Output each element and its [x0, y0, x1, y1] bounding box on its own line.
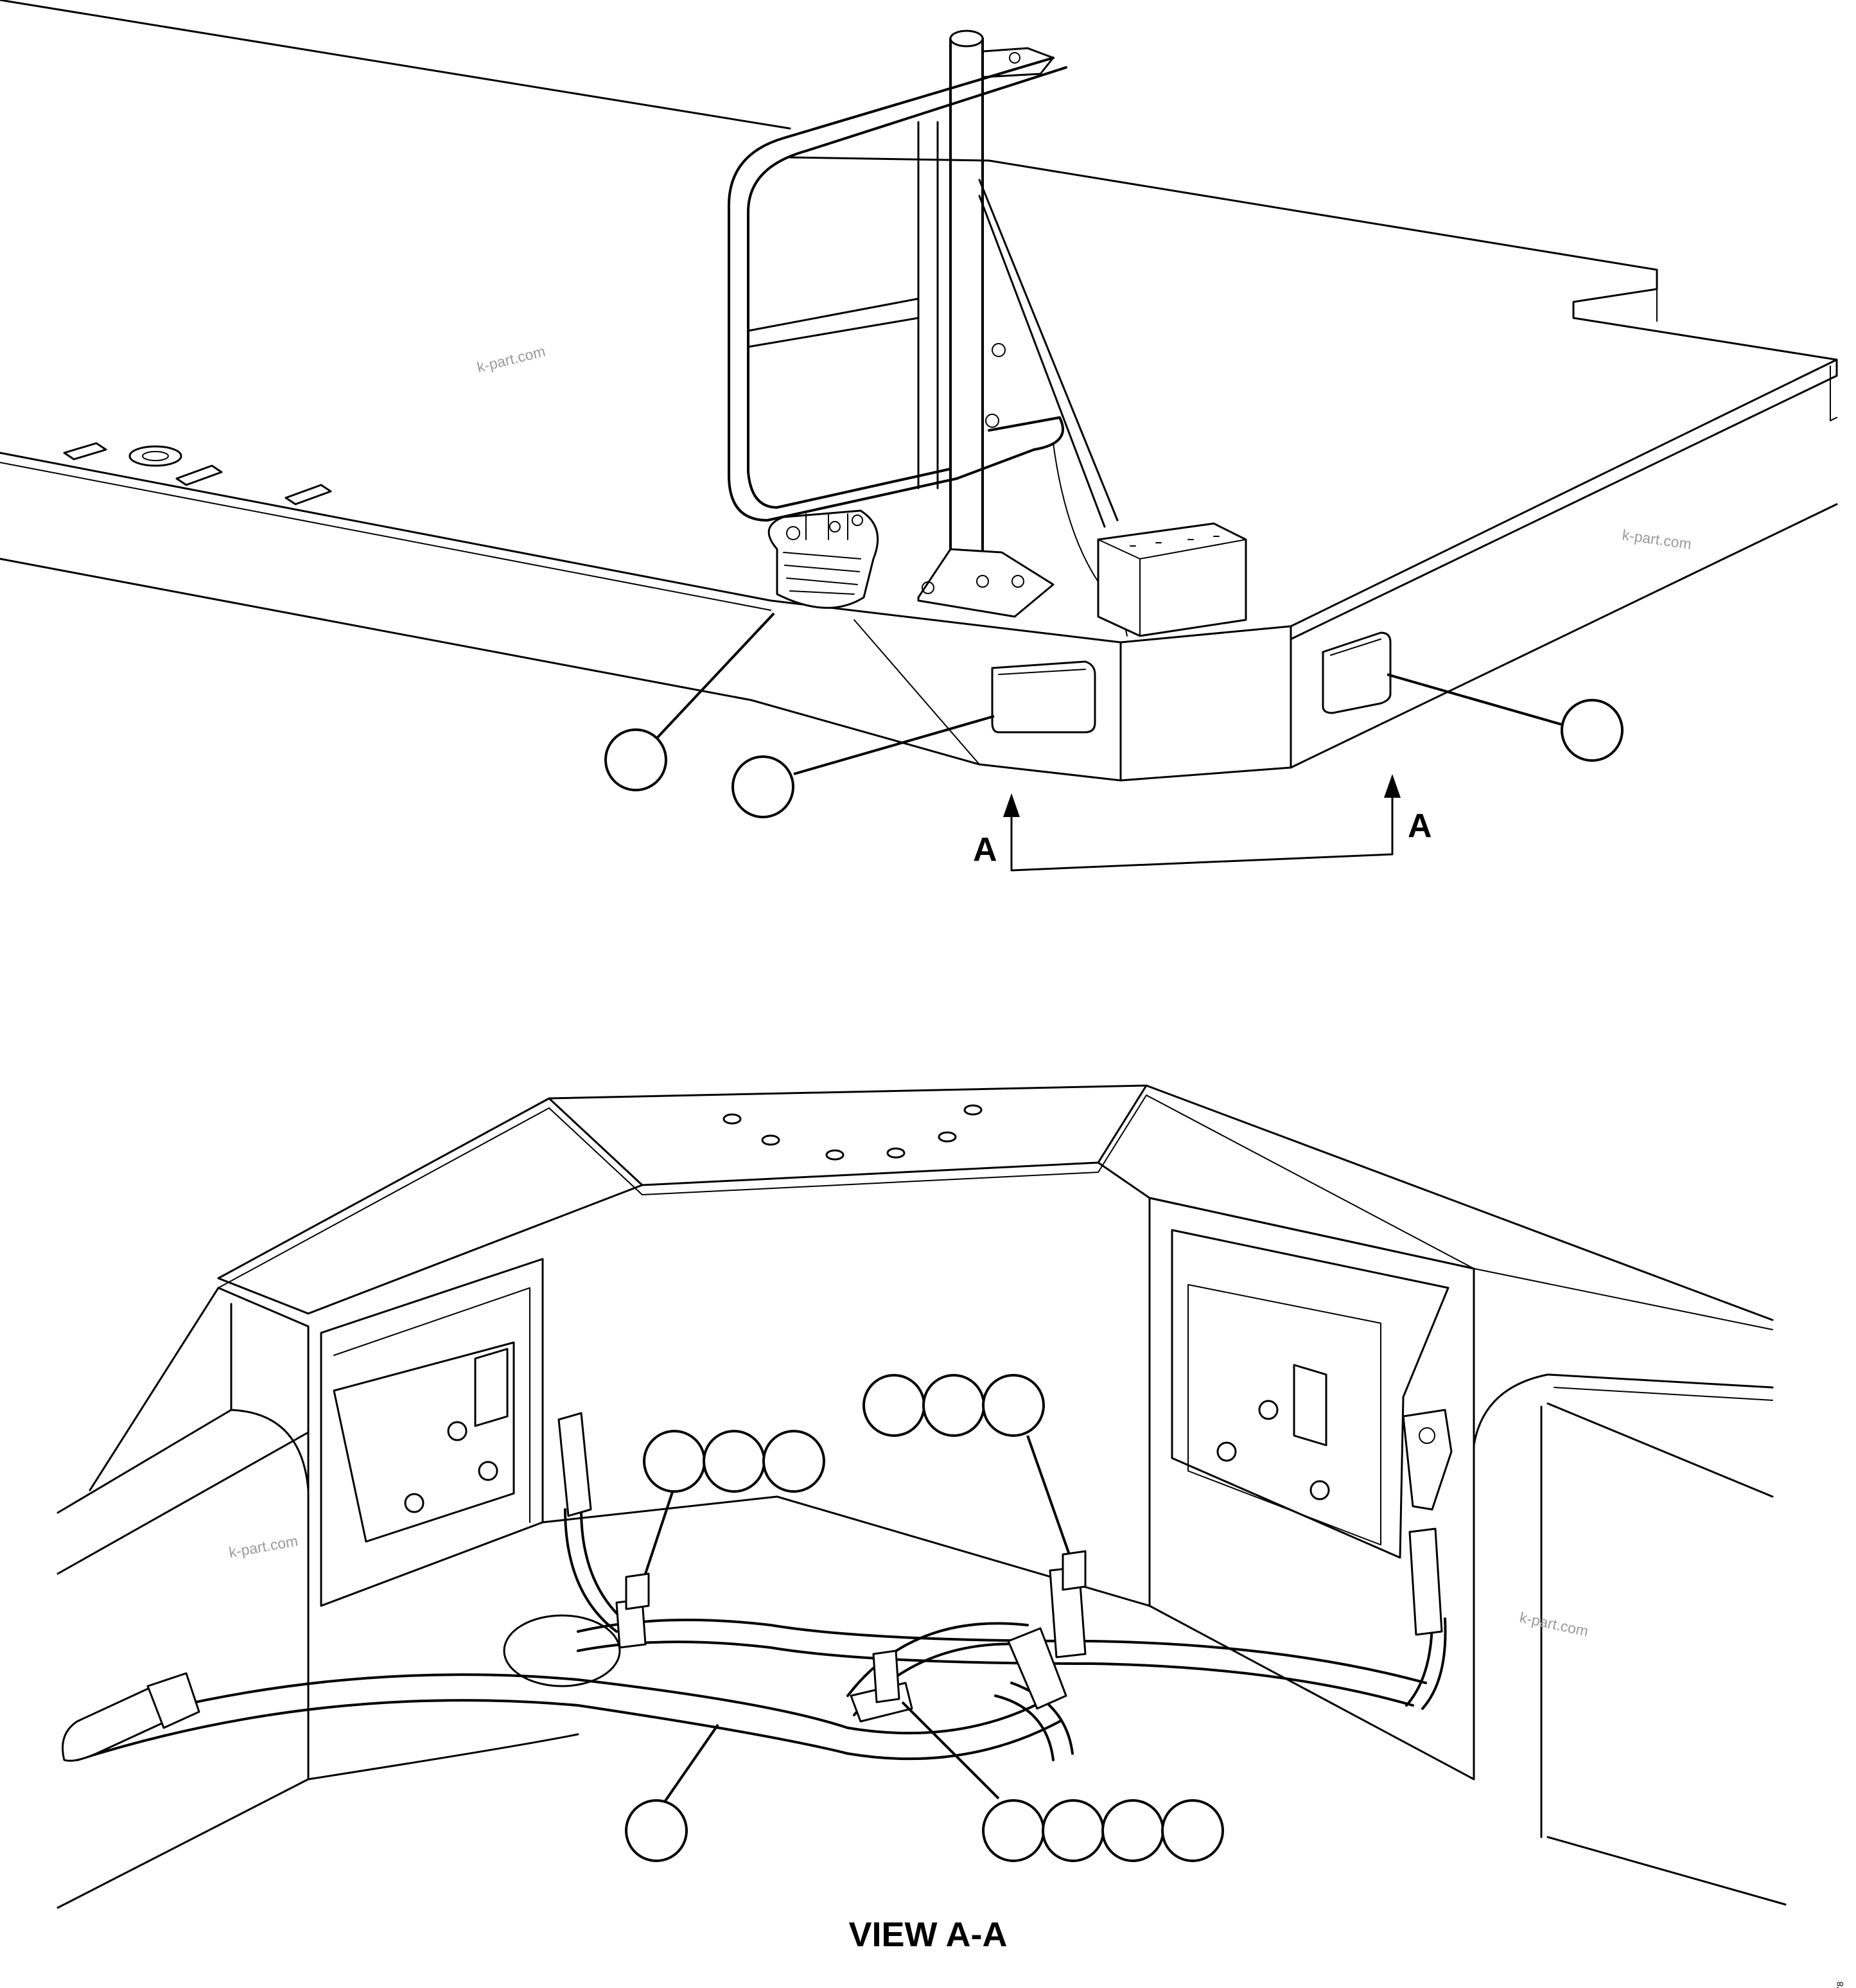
wire-harness — [62, 1508, 1447, 1762]
deck-washer-hole — [142, 451, 169, 461]
connector-left — [557, 1412, 592, 1517]
base-bolt-2 — [976, 575, 989, 588]
top-panel — [217, 1084, 1774, 1321]
deck-slot-3 — [285, 484, 332, 506]
base-bolt-1 — [922, 581, 934, 594]
top-view: A A k-part.com k-part.com — [0, 0, 1838, 872]
junction-box — [1097, 522, 1247, 637]
right-outer-wall — [1473, 1267, 1787, 1906]
top-hole-5 — [825, 1149, 845, 1161]
ground-stud-right — [1062, 1550, 1087, 1591]
rail-bolt-1 — [1009, 52, 1020, 64]
right-chamfer-face — [1097, 1161, 1475, 1270]
left-lower-beam — [57, 1431, 310, 1909]
leader-light — [655, 612, 775, 740]
guard-rail-inner-bars — [917, 121, 939, 489]
view-title: VIEW A-A — [849, 1915, 1008, 1954]
deck-side-lower — [0, 503, 1838, 782]
right-outer-wall-inner — [1554, 1387, 1773, 1401]
rail-brace — [978, 179, 1119, 528]
callout-reflector-right — [1561, 699, 1624, 762]
left-chamfer-face — [217, 1184, 643, 1328]
top-hole-4 — [938, 1131, 957, 1143]
watermark-4: k-part.com — [1518, 1608, 1590, 1639]
ground-stud-center — [872, 1649, 900, 1703]
callout-group-stud-right — [862, 1374, 1045, 1437]
watermark-3: k-part.com — [227, 1532, 299, 1560]
rail-post-top-bracket — [981, 47, 1055, 78]
connector-middle — [1007, 1627, 1067, 1710]
right-stud-3 — [1309, 1480, 1330, 1500]
left-mount-plate — [333, 1341, 515, 1543]
right-ground-tab-hole — [1419, 1427, 1435, 1444]
watermark-1: k-part.com — [475, 342, 547, 376]
right-ground-tab — [1402, 1409, 1453, 1511]
deck-slot-2 — [175, 464, 223, 486]
right-stud-1 — [1258, 1400, 1279, 1420]
deck-rear-step — [1573, 288, 1658, 322]
reflector-right — [1322, 631, 1392, 714]
callout-light — [604, 728, 667, 791]
leader-stud-right — [1026, 1435, 1071, 1555]
left-stud-2 — [478, 1461, 498, 1481]
callout-group-stud-left — [643, 1430, 825, 1493]
right-stud-2 — [1216, 1441, 1237, 1462]
watermark-2: k-part.com — [1621, 526, 1692, 552]
deck-top-surface — [0, 0, 1838, 644]
left-cavity-inner — [333, 1287, 530, 1523]
rail-bolt-3 — [985, 414, 999, 428]
deck-side-face — [1119, 358, 1838, 782]
deck-slot-1 — [63, 442, 107, 461]
work-light — [767, 509, 879, 609]
left-stud-1 — [447, 1421, 468, 1441]
section-arrow-left — [1003, 793, 1020, 817]
left-outer-wall — [57, 1287, 310, 1781]
left-switch — [474, 1348, 509, 1427]
deck-right-notch — [1830, 365, 1837, 421]
leader-harness — [663, 1723, 719, 1803]
top-hole-2 — [963, 1104, 983, 1116]
ground-stud-left — [625, 1572, 650, 1610]
leader-clamp — [901, 1701, 1000, 1800]
guard-rail-crossbar — [747, 297, 920, 348]
figure-code: GS0178 — [1835, 1982, 1845, 1988]
leader-stud-left — [644, 1490, 674, 1574]
left-stud-3 — [404, 1493, 425, 1513]
top-hole-3 — [761, 1134, 780, 1146]
rail-post — [949, 37, 984, 579]
deck-washer — [128, 445, 182, 467]
reflector-left — [991, 660, 1096, 734]
leader-reflector-right — [1387, 673, 1563, 726]
junction-box-edge — [1098, 539, 1247, 637]
right-switch — [1293, 1364, 1327, 1447]
section-arrow-right — [1384, 774, 1401, 798]
leader-reflector-left — [793, 715, 995, 775]
callout-harness — [625, 1799, 688, 1862]
connector-right — [1408, 1527, 1443, 1636]
callout-group-clamp — [982, 1799, 1224, 1862]
section-label-right: A — [1408, 807, 1432, 845]
deck-left-edge-inner — [0, 462, 771, 611]
back-floor — [307, 1495, 1151, 1781]
section-label-left: A — [973, 831, 997, 868]
rail-bolt-2 — [992, 343, 1006, 357]
guard-rail — [728, 57, 1067, 522]
right-mount-frame — [1187, 1284, 1381, 1545]
top-hole-6 — [886, 1147, 906, 1159]
top-hole-1 — [722, 1113, 742, 1125]
rail-base-plate — [917, 548, 1055, 618]
right-cavity — [1148, 1197, 1475, 1781]
base-bolt-3 — [1011, 575, 1024, 588]
callout-reflector-left — [731, 755, 794, 818]
deck-left-edge — [0, 452, 1122, 644]
rail-post-cap — [949, 30, 984, 48]
section-line — [1010, 792, 1394, 872]
junction-box-screws — [1130, 536, 1220, 547]
deck-corner-chamfer — [854, 619, 980, 765]
top-panel-inner — [218, 1095, 1773, 1330]
section-view: k-part.com k-part.com VIEW A-A GS0178 — [57, 1084, 1845, 1988]
